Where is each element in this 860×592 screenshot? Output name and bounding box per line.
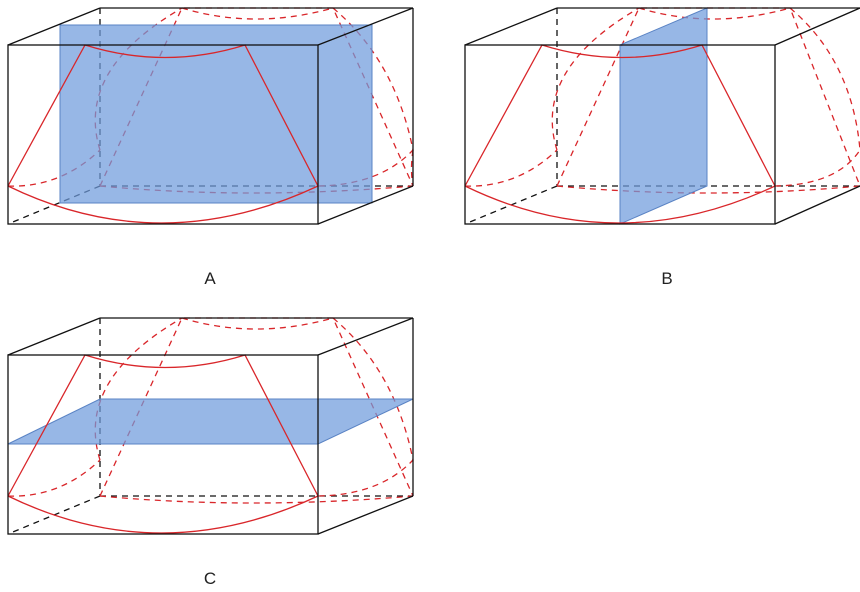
panel-a: A bbox=[8, 8, 413, 288]
panel-b: B bbox=[465, 8, 860, 288]
panel-b-caption: B bbox=[661, 269, 672, 288]
volume-far-sector bbox=[557, 8, 860, 193]
transverse-plane bbox=[8, 399, 413, 444]
panel-a-caption: A bbox=[204, 269, 216, 288]
panel-c: C bbox=[8, 318, 413, 588]
sagittal-plane bbox=[620, 8, 707, 224]
panel-c-caption: C bbox=[204, 569, 216, 588]
coronal-plane bbox=[60, 25, 372, 203]
